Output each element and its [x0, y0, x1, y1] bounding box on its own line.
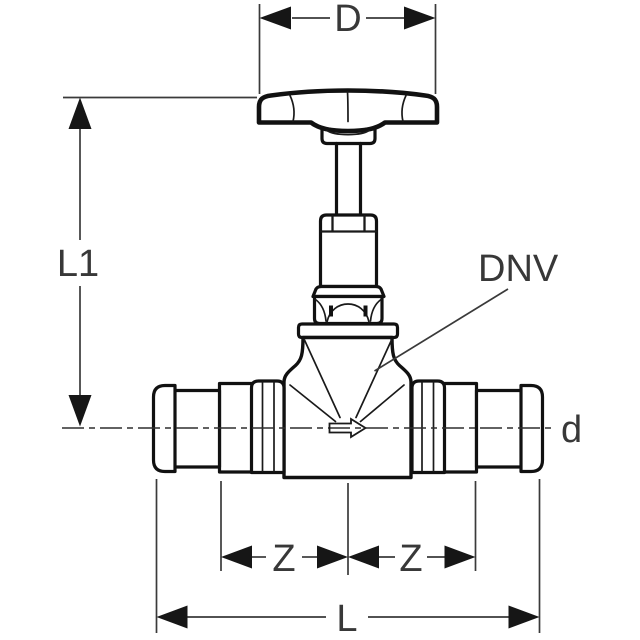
right-ridge [410, 379, 447, 475]
hex-facet-left [314, 298, 327, 322]
dimension-Z-right: Z [348, 481, 477, 580]
valve-body [282, 335, 413, 480]
arrow-right-icon [508, 605, 540, 629]
body-outline [282, 335, 413, 480]
right-press-connection [410, 379, 545, 475]
dimension-L: L [155, 479, 541, 640]
bonnet-collar [311, 284, 386, 299]
flow-direction-arrow [328, 417, 368, 439]
bonnet-hex-nut [312, 294, 384, 326]
handwheel [256, 88, 440, 136]
callout-DNV: DNV [374, 248, 559, 372]
arrow-left-icon [156, 605, 188, 629]
dim-label-L: L [336, 598, 357, 640]
arrow-down-icon [68, 395, 92, 427]
arrow-left-icon [259, 6, 291, 30]
valve-seat-lines [289, 339, 405, 423]
arrow-left-icon [221, 545, 252, 569]
handwheel-lobe-line-left [289, 94, 295, 123]
dim-label-d: d [561, 409, 582, 451]
dim-label-D: D [334, 0, 361, 40]
arrow-right-icon [404, 6, 436, 30]
arrow-up-icon [68, 97, 92, 129]
arrow-right-icon [317, 545, 348, 569]
valve-stem [334, 141, 363, 217]
valve-bonnet [296, 213, 400, 340]
dnv-leader-line [374, 288, 509, 372]
handwheel-hub-arc [326, 129, 370, 136]
left-press-bead [151, 383, 177, 474]
handwheel-lobe-line-right [401, 94, 407, 123]
dimension-L1: L1 [57, 96, 257, 427]
dimension-D: D [258, 0, 437, 94]
dim-label-Z-right: Z [399, 538, 422, 580]
arrow-left-icon [348, 545, 379, 569]
hex-facet-right [369, 298, 382, 322]
arrow-right-icon [444, 545, 476, 569]
dim-label-L1: L1 [57, 243, 99, 285]
left-press-connection [151, 379, 286, 475]
dim-label-Z-left: Z [272, 538, 295, 580]
bonnet-upper [318, 213, 379, 289]
handwheel-lobe-line-center [346, 91, 349, 123]
dimension-Z-left: Z [220, 481, 349, 580]
bonnet-flange [296, 322, 400, 340]
left-ridge [249, 379, 286, 475]
dnv-label: DNV [478, 248, 559, 290]
